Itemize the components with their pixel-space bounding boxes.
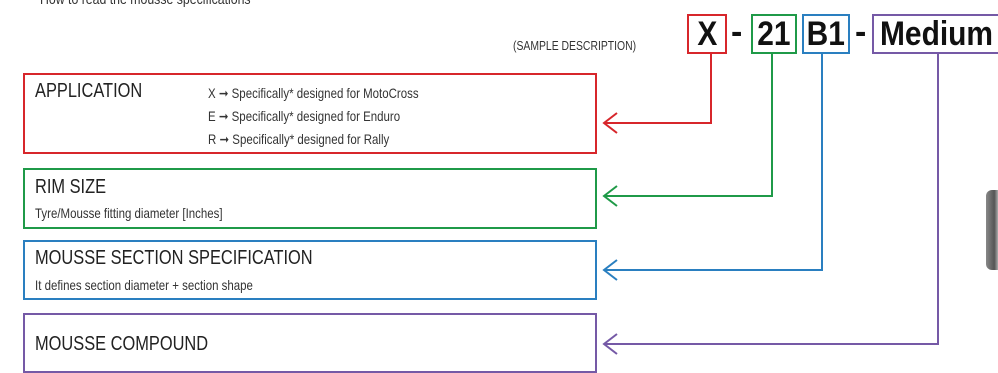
section-spec-desc: It defines section diameter + section sh… <box>35 277 253 293</box>
rim-size-arrowhead <box>602 185 618 207</box>
code-separator: - <box>855 13 867 51</box>
application-arrowhead <box>602 112 618 134</box>
compound-box: MOUSSE COMPOUND <box>23 313 597 373</box>
section-spec-box: MOUSSE SECTION SPECIFICATION It defines … <box>23 240 597 300</box>
code-application: X <box>687 14 727 54</box>
product-image-edge <box>986 190 998 270</box>
section-connector <box>604 54 823 271</box>
application-connector <box>604 54 712 124</box>
section-arrowhead <box>602 259 618 281</box>
application-option: R ➞ Specifically* designed for Rally <box>208 131 390 147</box>
code-section: B1 <box>802 14 850 54</box>
code-separator: - <box>731 13 743 51</box>
application-title: APPLICATION <box>35 80 143 102</box>
rim-size-title: RIM SIZE <box>35 176 107 198</box>
rim-size-connector <box>604 54 773 197</box>
section-spec-title: MOUSSE SECTION SPECIFICATION <box>35 247 313 269</box>
code-compound: Medium <box>872 14 998 54</box>
compound-arrowhead <box>602 333 618 355</box>
application-option: X ➞ Specifically* designed for MotoCross <box>208 85 419 101</box>
application-option: E ➞ Specifically* designed for Enduro <box>208 108 401 124</box>
rim-size-box: RIM SIZE Tyre/Mousse fitting diameter [I… <box>23 168 597 229</box>
rim-size-desc: Tyre/Mousse fitting diameter [Inches] <box>35 205 223 221</box>
application-box: APPLICATION X ➞ Specifically* designed f… <box>23 73 597 154</box>
compound-connector <box>604 54 939 345</box>
code-rim-size: 21 <box>751 14 797 54</box>
compound-title: MOUSSE COMPOUND <box>35 333 209 355</box>
sample-description-label: (SAMPLE DESCRIPTION) <box>513 38 637 53</box>
cutoff-heading: How to read the mousse specifications <box>40 0 251 8</box>
